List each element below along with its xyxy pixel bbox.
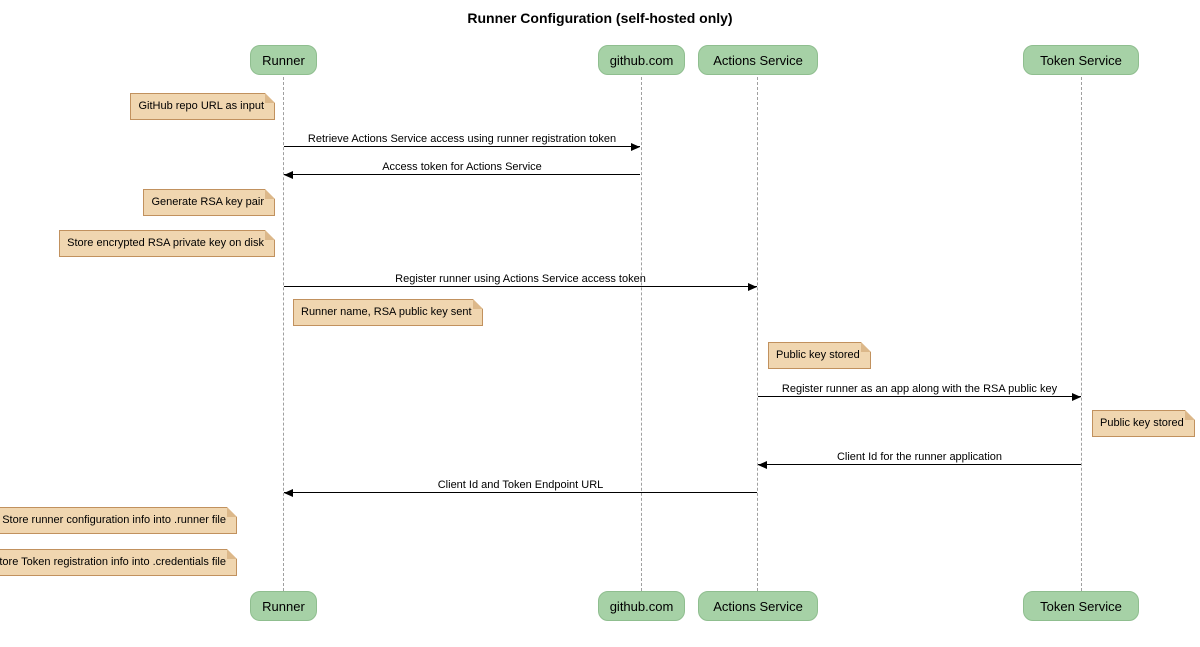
participant-bottom-token-service: Token Service [1023, 591, 1139, 621]
note-runner-name-public-key: Runner name, RSA public key sent [293, 299, 483, 326]
participant-bottom-runner: Runner [250, 591, 317, 621]
message-label: Register runner as an app along with the… [781, 383, 1058, 395]
message-register-runner-app: Register runner as an app along with the… [758, 381, 1081, 401]
note-store-runner-file: Store runner configuration info into .ru… [0, 507, 237, 534]
arrowhead-right-icon [1072, 393, 1081, 401]
lifeline-actions-service [757, 77, 758, 591]
message-client-id-token-endpoint: Client Id and Token Endpoint URL [284, 477, 757, 497]
message-line [758, 464, 1081, 465]
message-line [284, 146, 640, 147]
message-line [758, 396, 1081, 397]
participant-bottom-github-com: github.com [598, 591, 685, 621]
note-github-repo-url: GitHub repo URL as input [130, 93, 275, 120]
participant-bottom-actions-service: Actions Service [698, 591, 818, 621]
arrowhead-left-icon [284, 171, 293, 179]
lifeline-runner [283, 77, 284, 591]
message-label: Access token for Actions Service [382, 161, 542, 173]
arrowhead-left-icon [284, 489, 293, 497]
lifeline-github-com [641, 77, 642, 591]
diagram-title: Runner Configuration (self-hosted only) [467, 10, 733, 26]
note-public-key-stored-token: Public key stored [1092, 410, 1195, 437]
lifeline-token-service [1081, 77, 1082, 591]
participant-top-token-service: Token Service [1023, 45, 1139, 75]
message-label: Client Id for the runner application [836, 451, 1003, 463]
arrowhead-right-icon [631, 143, 640, 151]
note-store-encrypted-rsa-key: Store encrypted RSA private key on disk [59, 230, 275, 257]
participant-top-runner: Runner [250, 45, 317, 75]
arrowhead-right-icon [748, 283, 757, 291]
message-label: Register runner using Actions Service ac… [395, 273, 646, 285]
message-label: Retrieve Actions Service access using ru… [307, 133, 617, 145]
message-register-runner: Register runner using Actions Service ac… [284, 271, 757, 291]
participant-top-github-com: github.com [598, 45, 685, 75]
message-client-id-runner-app: Client Id for the runner application [758, 449, 1081, 469]
message-retrieve-actions-access: Retrieve Actions Service access using ru… [284, 131, 640, 151]
message-access-token: Access token for Actions Service [284, 159, 640, 179]
message-line [284, 492, 757, 493]
message-line [284, 286, 757, 287]
participant-top-actions-service: Actions Service [698, 45, 818, 75]
note-store-credentials-file: Store Token registration info into .cred… [0, 549, 237, 576]
note-public-key-stored-actions: Public key stored [768, 342, 871, 369]
note-generate-rsa-key-pair: Generate RSA key pair [143, 189, 275, 216]
message-label: Client Id and Token Endpoint URL [437, 479, 604, 491]
message-line [284, 174, 640, 175]
arrowhead-left-icon [758, 461, 767, 469]
